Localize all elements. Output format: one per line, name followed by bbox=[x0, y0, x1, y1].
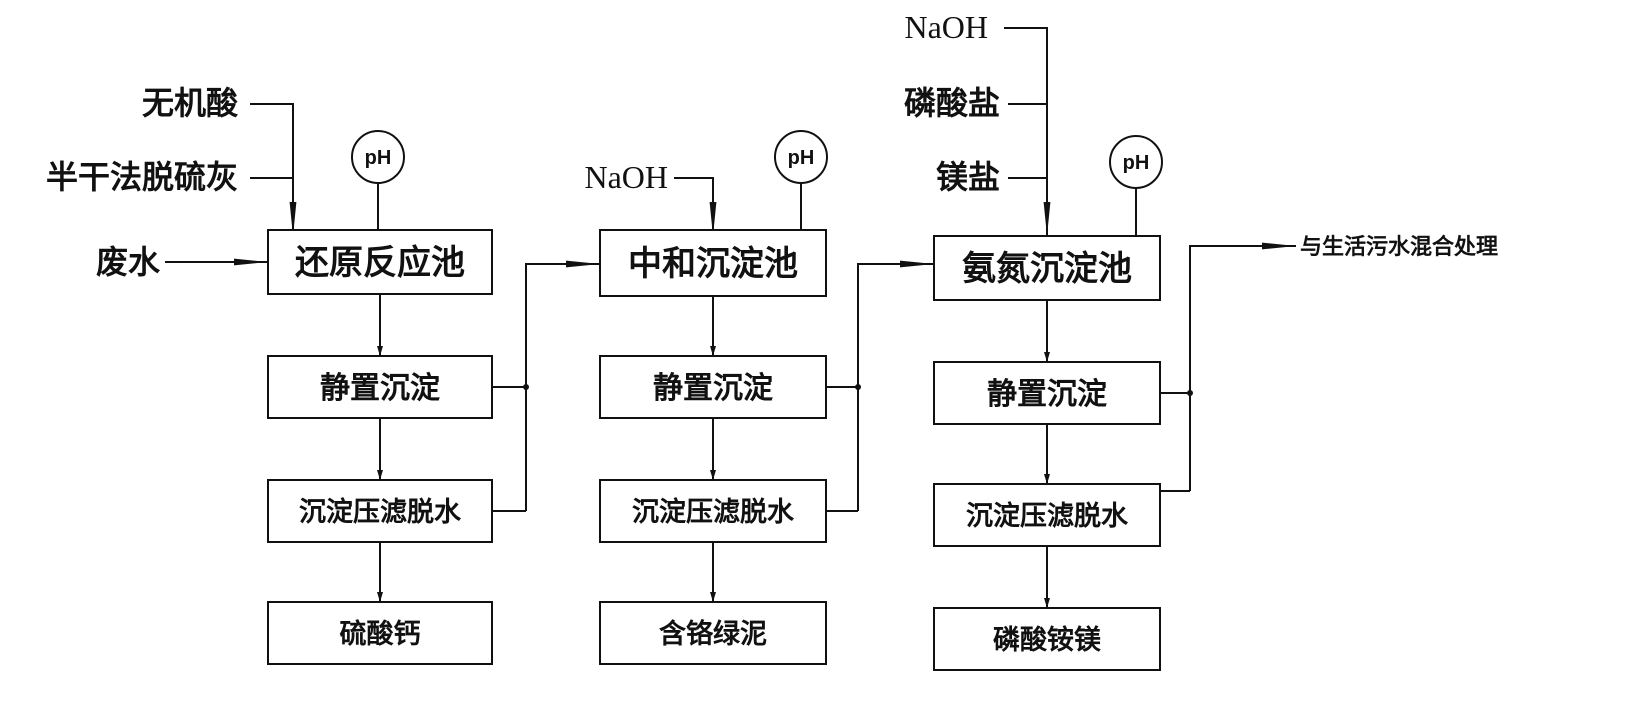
input-naoh-stage3: NaOH bbox=[904, 9, 988, 45]
ph-label-stage2: pH bbox=[788, 147, 815, 169]
output-line bbox=[1189, 242, 1296, 491]
chromium-sludge-box bbox=[599, 601, 827, 665]
acid-feed-line bbox=[250, 103, 297, 236]
input-naoh-stage2: NaOH bbox=[584, 159, 668, 195]
neutralization-tank-box bbox=[599, 229, 827, 297]
struvite-label: 磷酸铵镁 bbox=[993, 625, 1101, 656]
ammonia-nitrogen-tank-label: 氨氮沉淀池 bbox=[962, 249, 1132, 289]
input-phosphate: 磷酸盐 bbox=[904, 84, 1000, 122]
filter-press-label-stage2: 沉淀压滤脱水 bbox=[632, 496, 795, 528]
filter-press-label-stage1: 沉淀压滤脱水 bbox=[299, 496, 462, 528]
settling-label-stage3: 静置沉淀 bbox=[987, 377, 1107, 412]
output-label-domestic-sewage: 与生活污水混合处理 bbox=[1300, 234, 1498, 260]
ph-gauge-stage1: pH bbox=[351, 130, 405, 230]
calcium-sulfate-label: 硫酸钙 bbox=[340, 618, 421, 650]
transfer-line-s2-to-s3 bbox=[857, 260, 934, 511]
struvite-box bbox=[933, 607, 1161, 671]
transfer-line-s1-to-s2 bbox=[525, 260, 600, 511]
settling-label-stage1: 静置沉淀 bbox=[320, 371, 440, 406]
naoh-feed-line-stage2 bbox=[674, 177, 717, 236]
ph-label-stage3: pH bbox=[1123, 152, 1150, 174]
naoh-feed-line-stage3 bbox=[1004, 27, 1051, 236]
ph-gauge-stage3: pH bbox=[1109, 135, 1163, 236]
chromium-sludge-label: 含铬绿泥 bbox=[659, 618, 767, 650]
ph-gauge-stage2: pH bbox=[774, 130, 828, 230]
reduction-reactor-label: 还原反应池 bbox=[295, 243, 465, 283]
settling-label-stage2: 静置沉淀 bbox=[653, 371, 773, 406]
input-desulfurization-ash: 半干法脱硫灰 bbox=[46, 158, 238, 196]
filter-press-label-stage3: 沉淀压滤脱水 bbox=[966, 500, 1129, 532]
ph-label-stage1: pH bbox=[365, 147, 392, 169]
input-magnesium-salt: 镁盐 bbox=[936, 158, 1000, 196]
neutralization-tank-label: 中和沉淀池 bbox=[628, 244, 798, 284]
input-wastewater: 废水 bbox=[96, 243, 161, 281]
input-inorganic-acid: 无机酸 bbox=[142, 84, 239, 122]
settling-box-stage2 bbox=[599, 355, 827, 419]
